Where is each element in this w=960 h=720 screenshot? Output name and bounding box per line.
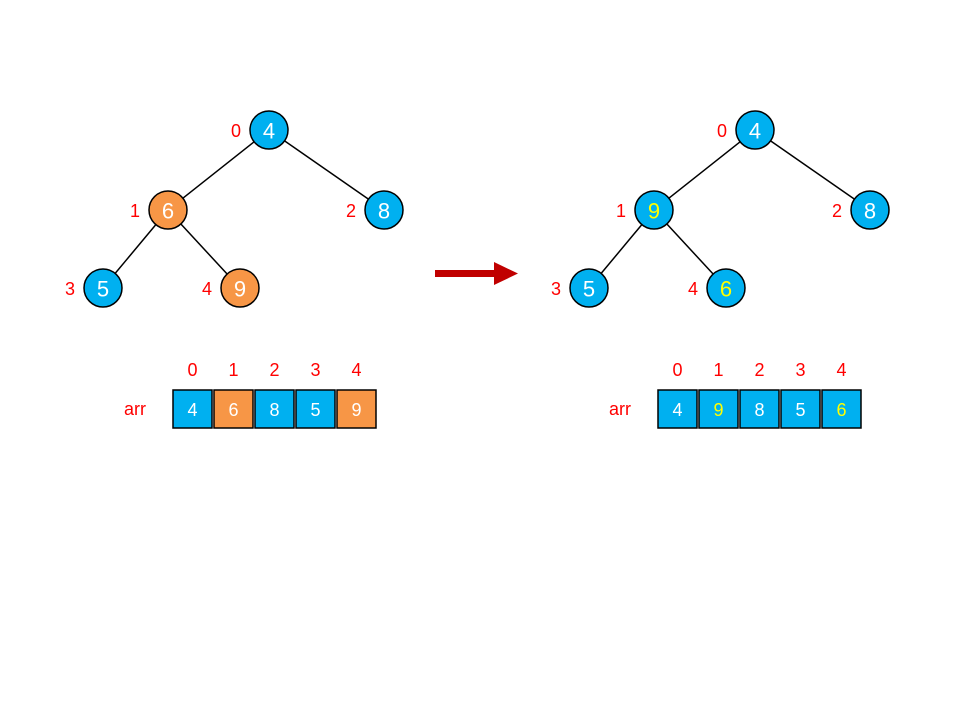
array-cell: 64 [821, 360, 862, 429]
tree-node-value: 9 [648, 199, 660, 224]
array-cell: 40 [172, 360, 213, 429]
tree-node-circle [220, 268, 260, 308]
array-cell-box [739, 389, 780, 429]
array-index-label: 4 [351, 360, 361, 380]
tree-node: 82 [346, 190, 404, 230]
array-cell: 53 [780, 360, 821, 429]
array-cell-value: 8 [754, 400, 764, 420]
array-index-label: 0 [672, 360, 682, 380]
tree-node: 91 [616, 190, 674, 230]
array-cell-value: 5 [310, 400, 320, 420]
tree-node-circle [706, 268, 746, 308]
tree-node-value: 6 [720, 277, 732, 302]
tree-edge [770, 140, 855, 200]
tree-node-index: 0 [231, 121, 241, 141]
array-cell-value: 9 [351, 400, 361, 420]
array-cell-value: 6 [836, 400, 846, 420]
tree-node-index: 3 [551, 279, 561, 299]
array-cell: 61 [213, 360, 254, 429]
array-cell: 82 [254, 360, 295, 429]
tree-node-value: 8 [378, 199, 390, 224]
tree-edge [284, 140, 369, 200]
array-cell-box [295, 389, 336, 429]
arrow-head [494, 262, 518, 285]
tree-node-index: 0 [717, 121, 727, 141]
array-cell-box [780, 389, 821, 429]
tree-node-circle [364, 190, 404, 230]
array-cell-box [698, 389, 739, 429]
tree-node-circle [850, 190, 890, 230]
array-cell-value: 9 [713, 400, 723, 420]
tree-node-index: 4 [202, 279, 212, 299]
tree-node: 61 [130, 190, 188, 230]
array-index-label: 2 [269, 360, 279, 380]
tree-node-circle [249, 110, 289, 150]
tree-edge [666, 223, 714, 275]
array-cell-box [821, 389, 862, 429]
tree-node: 53 [65, 268, 123, 308]
array-cell-box [336, 389, 377, 429]
array-index-label: 3 [310, 360, 320, 380]
array-index-label: 3 [795, 360, 805, 380]
tree-edge [114, 224, 157, 274]
array-index-label: 1 [713, 360, 723, 380]
array-cell: 53 [295, 360, 336, 429]
array-cell: 91 [698, 360, 739, 429]
tree-node-value: 5 [583, 277, 595, 302]
tree-node: 53 [551, 268, 609, 308]
array-cell-value: 4 [672, 400, 682, 420]
tree-node-index: 4 [688, 279, 698, 299]
array-index-label: 4 [836, 360, 846, 380]
array-cell-box [657, 389, 698, 429]
tree-node-index: 2 [346, 201, 356, 221]
array-label: arr [124, 399, 146, 419]
tree-node-value: 9 [234, 277, 246, 302]
tree-node: 94 [202, 268, 260, 308]
tree-node: 82 [832, 190, 890, 230]
tree-node-circle [569, 268, 609, 308]
tree-node-index: 2 [832, 201, 842, 221]
array-index-label: 1 [228, 360, 238, 380]
array-cell-box [213, 389, 254, 429]
array-label: arr [609, 399, 631, 419]
tree-node: 40 [231, 110, 289, 150]
tree-edge [600, 224, 643, 274]
tree-node: 40 [717, 110, 775, 150]
tree-node-index: 1 [130, 201, 140, 221]
tree-node-circle [735, 110, 775, 150]
tree-node-index: 3 [65, 279, 75, 299]
tree-node-circle [148, 190, 188, 230]
tree-node-circle [634, 190, 674, 230]
tree-node: 64 [688, 268, 746, 308]
array-cell-box [172, 389, 213, 429]
tree-node-value: 4 [263, 119, 275, 144]
array-cell-value: 6 [228, 400, 238, 420]
array-index-label: 0 [187, 360, 197, 380]
tree-node-index: 1 [616, 201, 626, 221]
array-index-label: 2 [754, 360, 764, 380]
tree-node-value: 6 [162, 199, 174, 224]
array-cell-value: 5 [795, 400, 805, 420]
tree-node-value: 4 [749, 119, 761, 144]
array-cell: 82 [739, 360, 780, 429]
array-cell-value: 4 [187, 400, 197, 420]
tree-edge [668, 141, 741, 199]
array-cell: 94 [336, 360, 377, 429]
tree-edge [182, 141, 255, 199]
transition-arrow-icon [435, 262, 518, 285]
array-cell-value: 8 [269, 400, 279, 420]
tree-node-value: 5 [97, 277, 109, 302]
array-cell: 40 [657, 360, 698, 429]
arrow-shaft [435, 270, 497, 277]
tree-node-circle [83, 268, 123, 308]
tree-node-value: 8 [864, 199, 876, 224]
array-cell-box [254, 389, 295, 429]
tree-edge [180, 223, 228, 275]
